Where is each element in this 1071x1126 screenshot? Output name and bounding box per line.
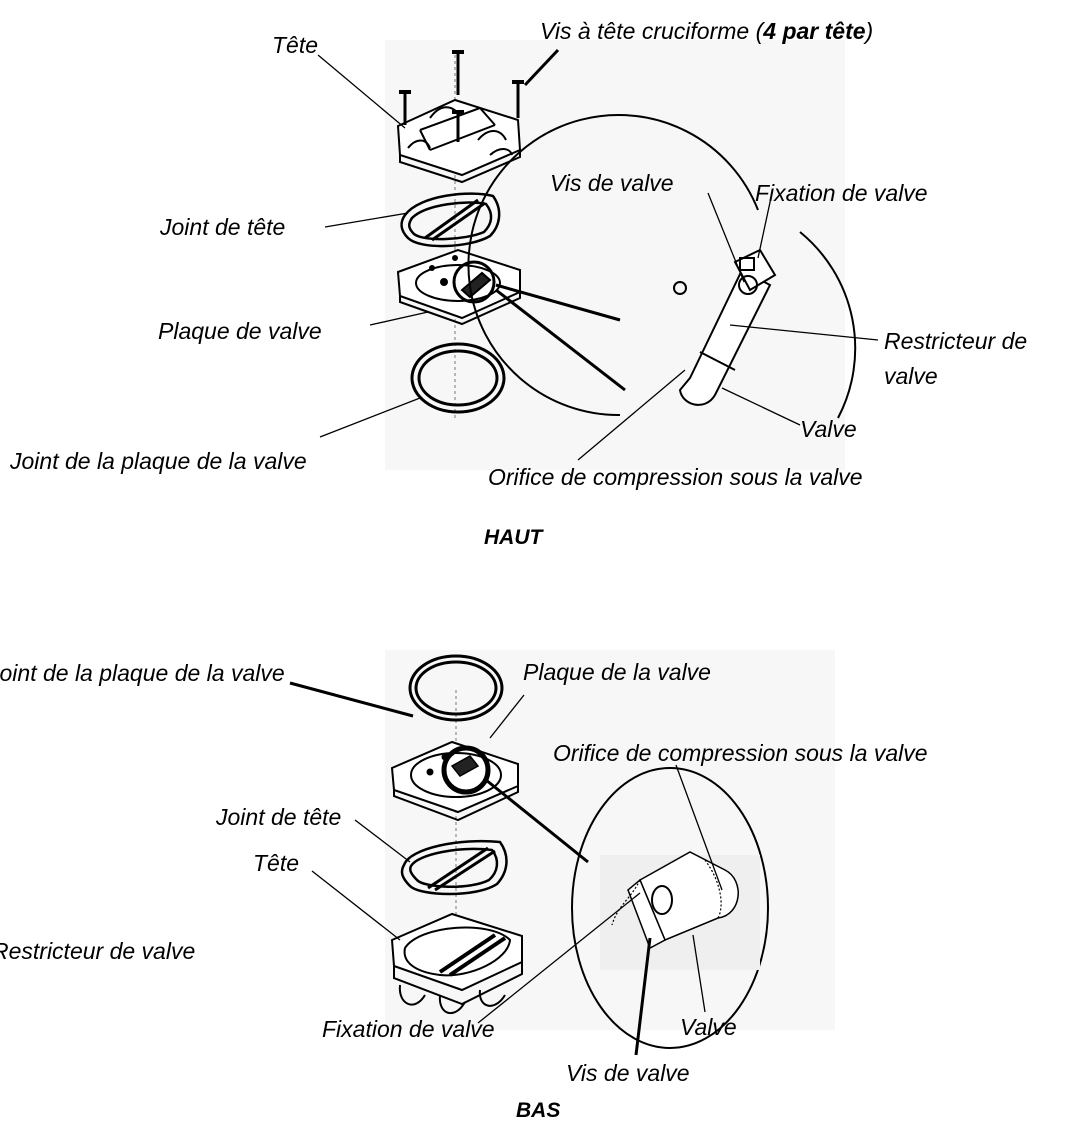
- bottom-label-restrictor: Restricteur de valve: [0, 938, 196, 964]
- top-label-valve-screw: Vis de valve: [550, 170, 674, 196]
- bottom-detail-circle: [441, 745, 491, 795]
- top-valve-small: [460, 271, 492, 299]
- top-label-tete: Tête: [272, 32, 319, 58]
- top-label-valve-plate: Plaque de valve: [158, 318, 322, 344]
- top-label-phillips-screws-prefix: Vis à tête cruciforme (: [540, 18, 764, 44]
- bottom-label-valve-fixation: Fixation de valve: [322, 1016, 495, 1042]
- bottom-label-valve-screw: Vis de valve: [566, 1060, 690, 1086]
- top-label-phillips-screws-suffix: ): [865, 18, 874, 44]
- top-label-compression-port: Orifice de compression sous la valve: [488, 464, 863, 490]
- top-leader-lines: [317, 48, 879, 461]
- bottom-label-valve: Valve: [680, 1014, 737, 1040]
- top-label-phillips-screws-count: 4 par tête: [763, 18, 866, 44]
- top-label-restrictor-line1: Restricteur de: [884, 328, 1028, 354]
- top-label-restrictor-line2: valve: [884, 363, 938, 389]
- top-phillips-screws: [399, 50, 524, 142]
- top-magnified-detail: [467, 114, 857, 419]
- top-label-valve-fixation: Fixation de valve: [755, 180, 928, 206]
- top-head-gasket-part: [400, 192, 501, 248]
- top-label-head-gasket: Joint de tête: [160, 214, 286, 240]
- bottom-valve-plate-gasket-part: [408, 654, 504, 722]
- bottom-valve-small: [450, 755, 480, 777]
- bottom-label-compression-port: Orifice de compression sous la valve: [553, 740, 928, 766]
- bottom-section-title: BAS: [516, 1099, 561, 1122]
- bottom-label-head-gasket: Joint de tête: [216, 804, 342, 830]
- top-valve-plate-gasket-part: [410, 342, 506, 414]
- bottom-head-gasket-part: [400, 839, 508, 896]
- top-zoom-line-lower: [495, 288, 626, 392]
- bottom-label-valve-plate: Plaque de la valve: [523, 659, 711, 685]
- bottom-leader-lines: [289, 681, 723, 1056]
- bottom-magnified-detail: [571, 767, 769, 1049]
- bottom-label-tete: Tête: [253, 850, 300, 876]
- top-label-valve-plate-gasket: Joint de la plaque de la valve: [10, 448, 307, 474]
- top-zoom-line-upper: [495, 283, 621, 322]
- bottom-zoom-line: [485, 778, 589, 864]
- top-label-phillips-screws: Vis à tête cruciforme (4 par tête): [540, 20, 873, 43]
- bottom-label-valve-plate-gasket: Joint de la plaque de la valve: [0, 660, 285, 686]
- bottom-head-part: [390, 912, 523, 1014]
- top-label-valve: Valve: [800, 416, 857, 442]
- top-section-title: HAUT: [484, 526, 543, 549]
